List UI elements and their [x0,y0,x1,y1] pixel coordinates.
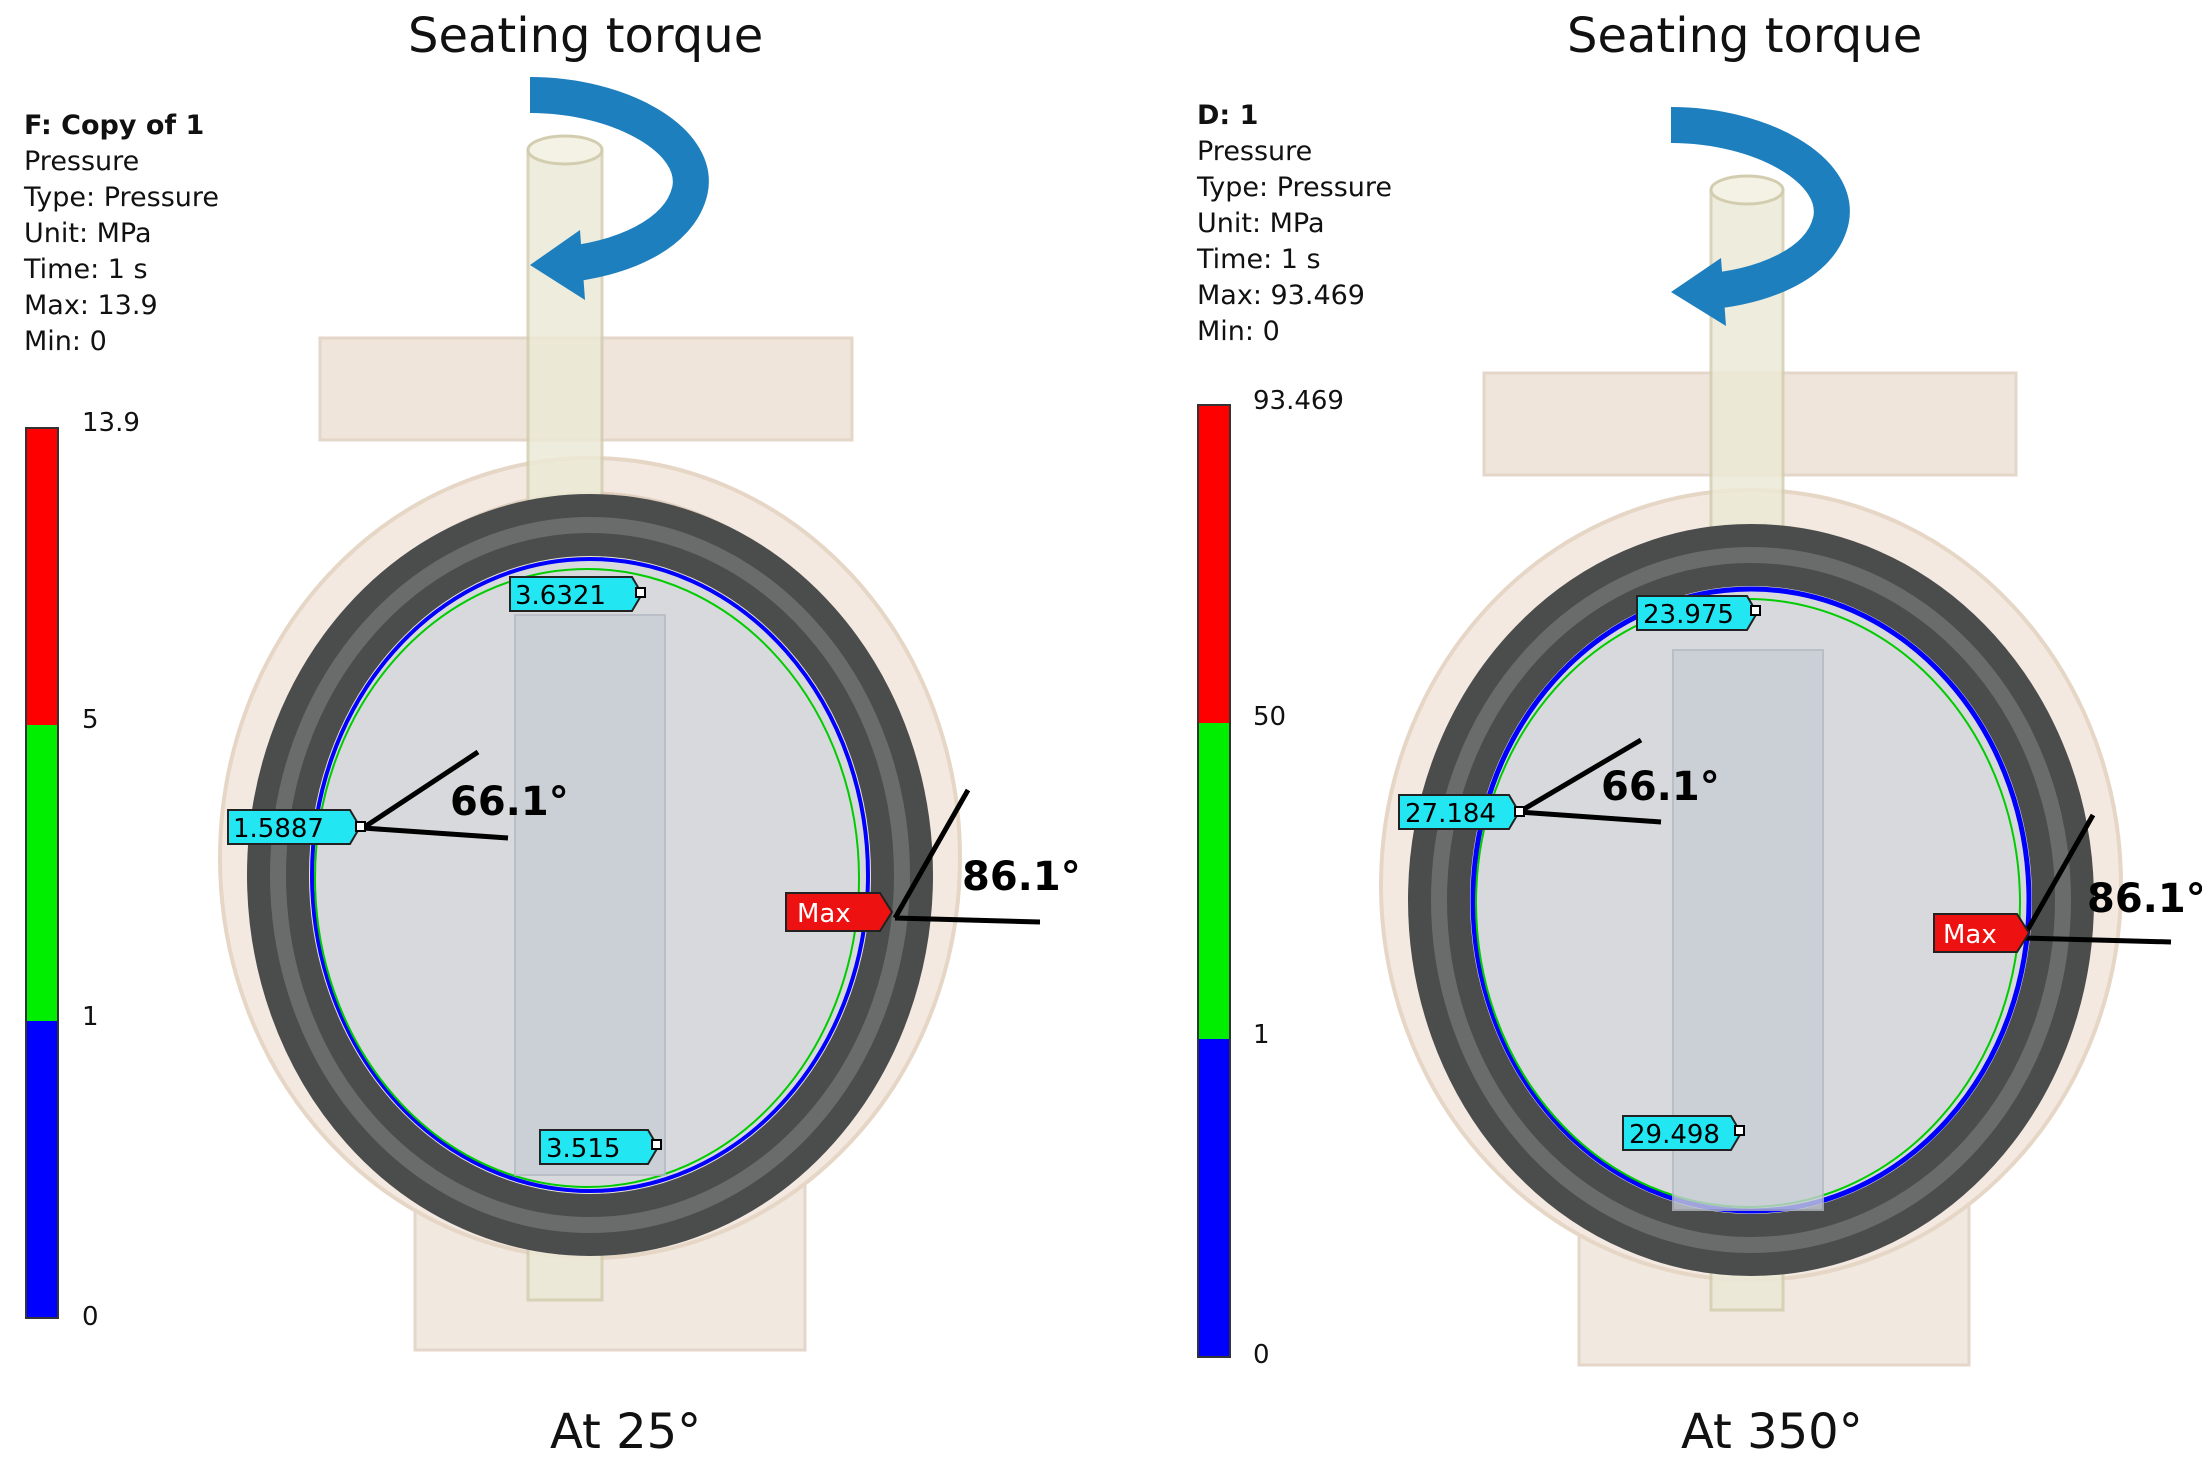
probe-top: 3.6321 [509,576,646,612]
color-band-red [27,429,57,725]
panel-caption: At 350° [1681,1404,1863,1460]
probe-max-label: Max [1943,920,1997,950]
probe-top-value: 3.6321 [515,581,606,611]
color-band-blue [27,1021,57,1317]
color-scale-bar [1197,404,1231,1358]
disc-shaft [514,614,666,1176]
result-quantity: Pressure [1197,136,1313,167]
color-scale-bar [25,427,59,1319]
probe-max: Max [785,892,894,932]
result-time: Time: 1 s [24,254,148,285]
result-unit: Unit: MPa [1197,208,1325,239]
panel-heading: Seating torque [1567,8,1923,64]
result-max: Max: 93.469 [1197,280,1365,311]
scale-tick-upper: 5 [82,705,99,735]
result-max: Max: 13.9 [24,290,158,321]
probe-left-value: 27.184 [1405,799,1496,829]
result-time: Time: 1 s [1197,244,1321,275]
rotation-arrow-icon [529,77,709,300]
color-band-blue [1199,1039,1229,1357]
probe-top: 23.975 [1636,595,1761,631]
result-quantity: Pressure [24,146,140,177]
right-panel: Seating torque D: 1 Pressure Type: Press… [1101,0,2202,1471]
probe-bottom-value: 29.498 [1629,1120,1720,1150]
rotation-arrow-icon [1670,107,1850,326]
probe-left: 27.184 [1398,794,1525,830]
scale-tick-min: 0 [82,1302,99,1332]
color-band-green [27,725,57,1021]
result-legend-info: D: 1 Pressure Type: Pressure Unit: MPa T… [1197,98,1392,350]
angle-right-label: 86.1° [2087,876,2202,922]
angle-right-label: 86.1° [962,854,1081,900]
color-band-green [1199,722,1229,1040]
result-type: Type: Pressure [1197,172,1392,203]
probe-left: 1.5887 [227,809,366,845]
result-type: Type: Pressure [24,182,219,213]
result-legend-info: F: Copy of 1 Pressure Type: Pressure Uni… [24,108,219,360]
result-name: D: 1 [1197,100,1259,131]
probe-max-label: Max [797,899,851,929]
valve-model-view: 66.1° 86.1° 3.6321 1.5887 3.515 Max [218,77,1081,1352]
angle-left-lines [1517,737,1662,825]
angle-right-lines [2020,813,2172,945]
probe-bottom: 29.498 [1622,1115,1745,1151]
scale-tick-max: 13.9 [82,408,140,438]
angle-left-label: 66.1° [450,779,569,825]
angle-left-lines [361,749,509,841]
result-name: F: Copy of 1 [24,110,205,141]
scale-tick-min: 0 [1253,1340,1270,1370]
probe-top-value: 23.975 [1643,600,1734,630]
angle-left-label: 66.1° [1601,764,1720,810]
probe-bottom: 3.515 [539,1129,662,1165]
result-min: Min: 0 [1197,316,1280,347]
panel-caption: At 25° [550,1404,702,1460]
result-min: Min: 0 [24,326,107,357]
valve-model-view: 66.1° 86.1° 23.975 27.184 29.498 Max [1379,107,2202,1367]
color-band-red [1199,406,1229,723]
probe-bottom-value: 3.515 [546,1134,620,1164]
result-unit: Unit: MPa [24,218,152,249]
scale-tick-lower: 1 [1253,1020,1270,1050]
panel-heading: Seating torque [408,8,764,64]
scale-tick-lower: 1 [82,1002,99,1032]
probe-max: Max [1933,913,2031,953]
probe-left-value: 1.5887 [233,814,324,844]
scale-tick-max: 93.469 [1253,386,1344,416]
scale-tick-upper: 50 [1253,702,1287,732]
angle-right-lines [892,788,1041,925]
left-panel: Seating torque F: Copy of 1 Pressure Typ… [24,8,1081,1460]
